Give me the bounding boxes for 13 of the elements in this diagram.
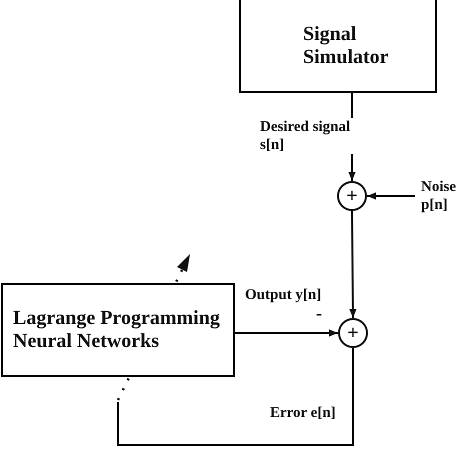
summing-junction	[338, 318, 368, 348]
arrow	[235, 329, 338, 337]
process-box	[1, 283, 235, 377]
edge-label: Output y[n]	[245, 286, 322, 304]
arrow	[367, 192, 415, 200]
plus-sign: +	[346, 184, 358, 208]
box-label: Signal Simulator	[303, 22, 390, 68]
box-label: Lagrange Programming Neural Networks	[13, 307, 221, 353]
arrow	[349, 210, 357, 318]
edge-label: Error e[n]	[270, 404, 336, 422]
plus-sign: +	[347, 322, 359, 344]
summing-junction	[337, 181, 367, 211]
process-box	[239, 0, 437, 93]
